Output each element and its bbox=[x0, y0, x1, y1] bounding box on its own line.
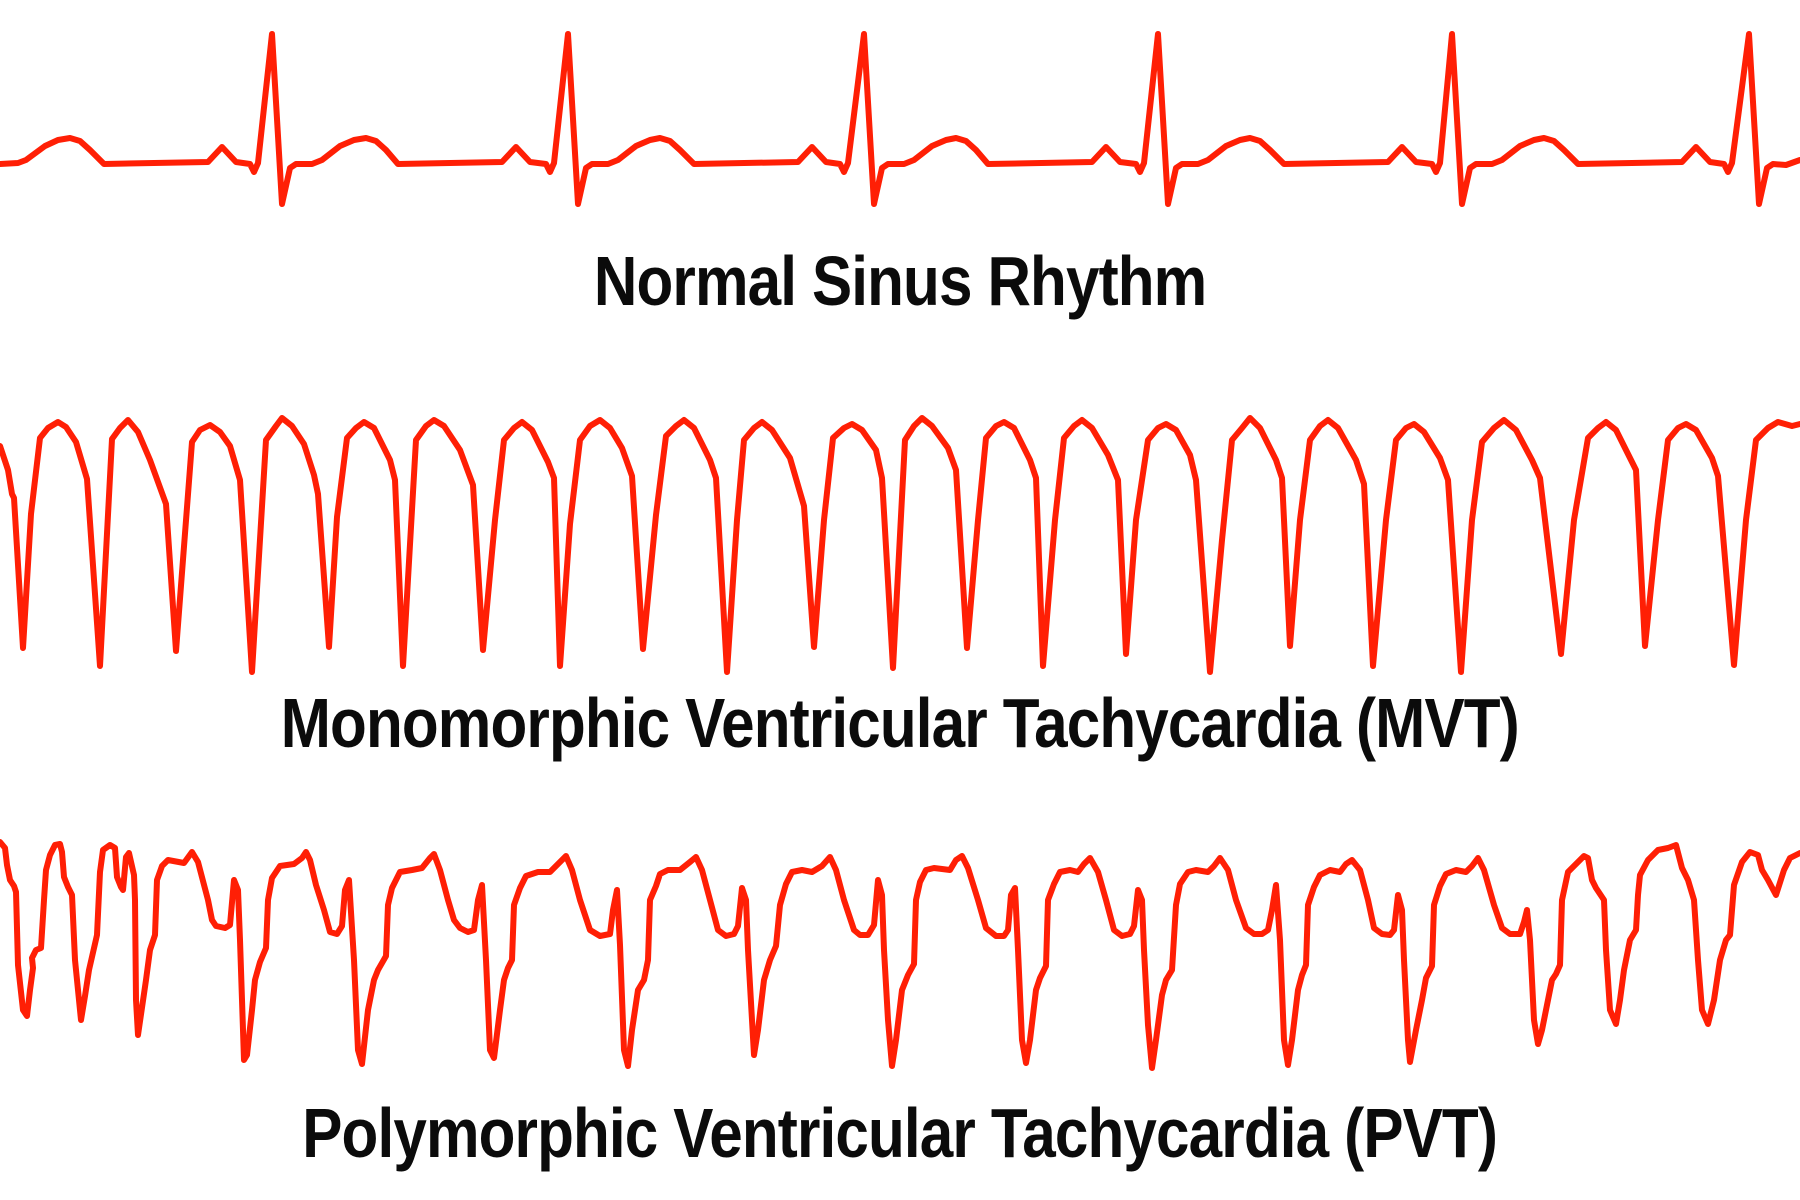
ecg-trace-polymorphic-vt bbox=[0, 839, 1800, 1071]
label-normal-sinus-rhythm: Normal Sinus Rhythm bbox=[0, 236, 1800, 326]
rhythm-title: Normal Sinus Rhythm bbox=[593, 242, 1207, 320]
label-polymorphic-vt: Polymorphic Ventricular Tachycardia (PVT… bbox=[0, 1088, 1800, 1178]
rhythm-title: Polymorphic Ventricular Tachycardia (PVT… bbox=[302, 1094, 1499, 1172]
mvt-waveform bbox=[0, 415, 1800, 675]
ecg-trace-normal-sinus-rhythm bbox=[0, 31, 1800, 207]
ecg-trace-monomorphic-vt bbox=[0, 415, 1800, 675]
nsr-waveform bbox=[0, 31, 1800, 207]
label-monomorphic-vt: Monomorphic Ventricular Tachycardia (MVT… bbox=[0, 678, 1800, 768]
pvt-waveform bbox=[0, 839, 1800, 1071]
rhythm-title: Monomorphic Ventricular Tachycardia (MVT… bbox=[280, 684, 1520, 762]
